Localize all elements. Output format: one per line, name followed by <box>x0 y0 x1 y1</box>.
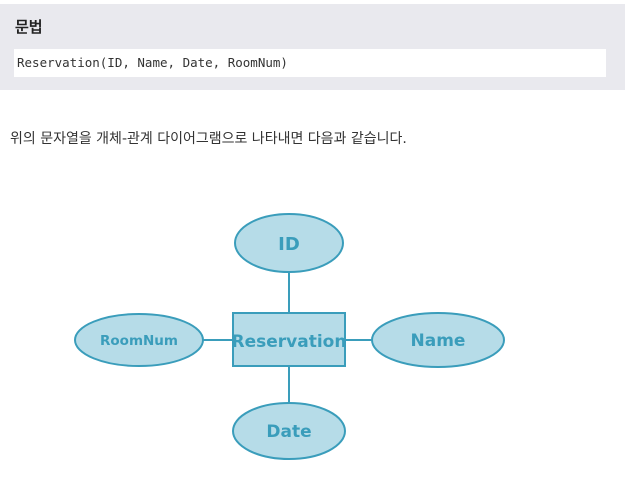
attribute-date <box>232 402 346 460</box>
attribute-roomnum-label: RoomNum <box>100 333 178 349</box>
syntax-heading: 문법 <box>15 18 43 36</box>
attribute-id <box>234 213 344 273</box>
entity-box <box>232 312 346 367</box>
syntax-code: Reservation(ID, Name, Date, RoomNum) <box>14 49 606 77</box>
attribute-name <box>371 312 505 368</box>
syntax-box: 문법 Reservation(ID, Name, Date, RoomNum) <box>0 4 625 90</box>
attribute-roomnum <box>74 313 204 367</box>
entity-label: Reservation <box>232 332 347 352</box>
attribute-id-label: ID <box>278 234 300 255</box>
attribute-name-label: Name <box>411 331 466 351</box>
description-text: 위의 문자열을 개체-관계 다이어그램으로 나타내면 다음과 같습니다. <box>10 131 407 147</box>
attribute-date-label: Date <box>266 422 311 442</box>
